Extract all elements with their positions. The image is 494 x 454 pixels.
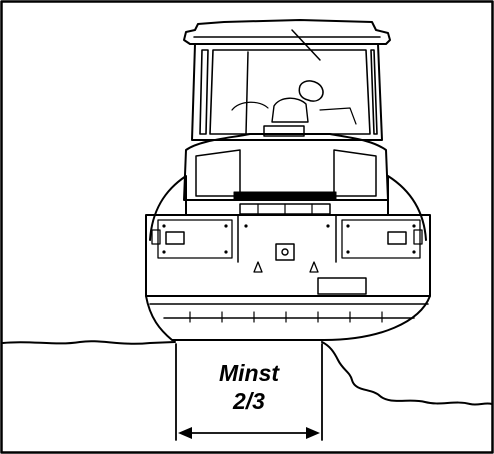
bolts bbox=[162, 224, 416, 254]
scraper-teeth bbox=[189, 311, 383, 323]
tow-hitch bbox=[275, 243, 295, 261]
frame-panel-right bbox=[341, 219, 421, 259]
cab-interior-detail bbox=[231, 101, 357, 125]
cab-roof bbox=[183, 19, 391, 45]
cab-window-left bbox=[199, 49, 209, 135]
arrow-right-icon bbox=[306, 427, 320, 439]
lift-hooks bbox=[253, 261, 319, 273]
cab-window-right bbox=[370, 49, 378, 135]
hood-panel-left bbox=[195, 149, 241, 197]
label-minst: Minst bbox=[219, 360, 280, 386]
tow-pin bbox=[281, 248, 289, 256]
seat bbox=[271, 97, 309, 123]
frame-arch-right bbox=[387, 175, 427, 241]
steering-wheel bbox=[298, 80, 324, 102]
cab-body bbox=[191, 43, 383, 141]
wiper bbox=[291, 29, 321, 61]
cab-pillar bbox=[245, 51, 249, 135]
frame-arch-left bbox=[149, 175, 187, 241]
headlight-left bbox=[165, 231, 185, 245]
hood-panel-right bbox=[333, 149, 377, 197]
arrow-left-icon bbox=[178, 427, 192, 439]
front-frame bbox=[145, 214, 431, 297]
grille-bar bbox=[233, 191, 337, 201]
roller-drum bbox=[145, 261, 431, 341]
license-plate bbox=[317, 277, 367, 295]
engine-hood bbox=[183, 133, 389, 201]
label-fraction: 2/3 bbox=[232, 388, 265, 414]
frame-panel-left bbox=[157, 219, 233, 259]
ground-line bbox=[2, 340, 493, 406]
exhaust-cap bbox=[263, 125, 305, 137]
headlight-right bbox=[387, 231, 407, 245]
indicator-right bbox=[413, 229, 423, 245]
indicator-left bbox=[151, 229, 161, 245]
cab-window-front bbox=[209, 49, 371, 135]
